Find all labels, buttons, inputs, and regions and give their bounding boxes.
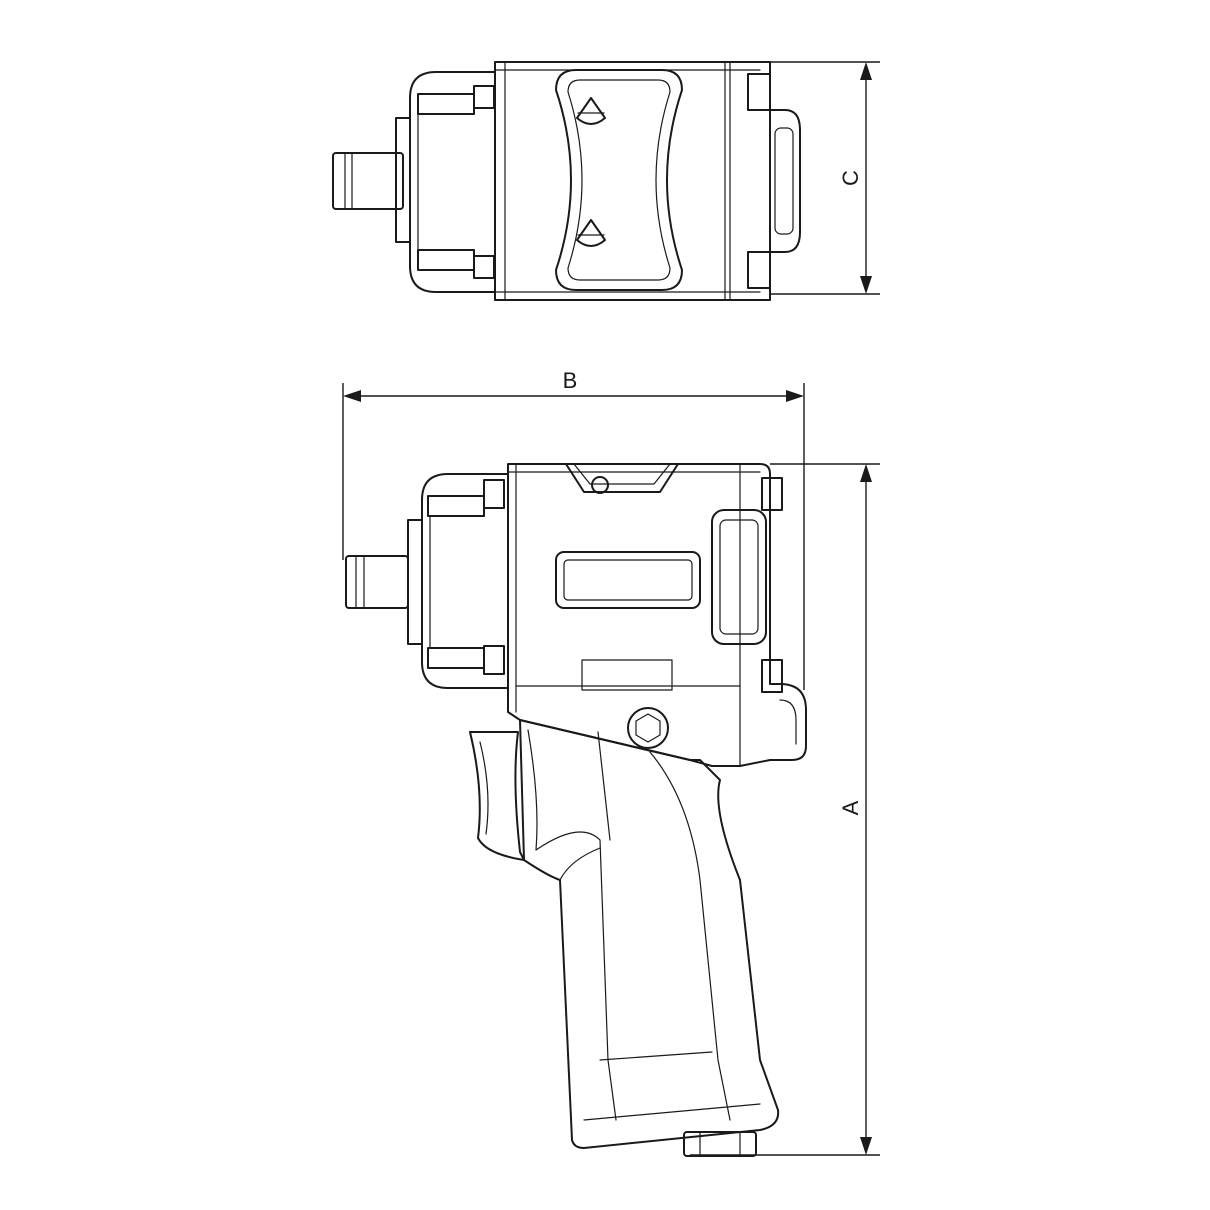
top-view: C bbox=[332, 61, 880, 301]
arrow-up-icon bbox=[576, 97, 606, 125]
dimension-b-label: B bbox=[563, 368, 578, 393]
side-hammer-case bbox=[421, 473, 509, 689]
dimension-a-label: A bbox=[838, 800, 863, 815]
side-main-body bbox=[507, 463, 807, 767]
pivot-bolt bbox=[627, 707, 669, 749]
trigger bbox=[469, 731, 525, 861]
side-view: B A bbox=[342, 368, 880, 1157]
dimension-b: B bbox=[342, 368, 805, 690]
nameplate bbox=[555, 551, 701, 609]
bolt-icon bbox=[591, 476, 609, 494]
top-rocker-switch bbox=[555, 69, 683, 291]
dimension-c: C bbox=[770, 61, 880, 295]
side-anvil bbox=[345, 519, 423, 645]
arrow-down-icon bbox=[576, 219, 606, 247]
top-main-body bbox=[494, 61, 801, 301]
top-hammer-case bbox=[409, 71, 496, 293]
handle bbox=[519, 719, 780, 1149]
air-inlet bbox=[683, 1131, 757, 1157]
top-anvil bbox=[332, 117, 411, 243]
dimension-c-label: C bbox=[838, 170, 863, 186]
